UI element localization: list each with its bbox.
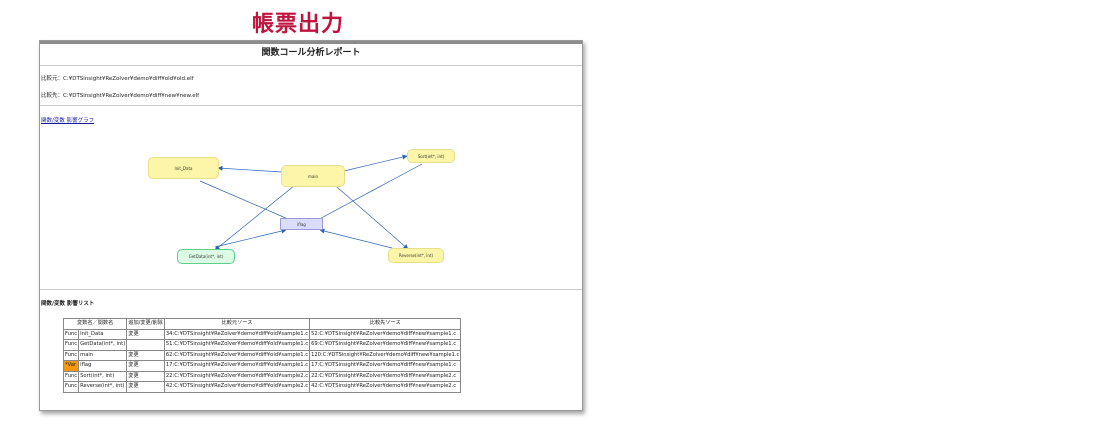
row-target: 52:C:¥DTSinsight¥ReZolver¥demo¥diff¥new¥… [309, 328, 462, 340]
row-target: 120:C:¥DTSinsight¥ReZolver¥demo¥diff¥new… [309, 349, 462, 361]
edge-main-to-init [217, 165, 283, 173]
table-row: *Var iflag 変更 17:C:¥DTSinsight¥ReZolver¥… [62, 360, 462, 372]
row-change [126, 339, 165, 351]
row-kind: Func [62, 349, 80, 361]
row-source: 22:C:¥DTSinsight¥ReZolver¥demo¥diff¥old¥… [163, 370, 311, 382]
row-kind: Func [62, 370, 80, 382]
graph-node-flag[interactable]: iflag [280, 218, 323, 230]
row-source: 42:C:¥DTSinsight¥ReZolver¥demo¥diff¥old¥… [163, 381, 311, 393]
table-row: Func GetData(int*, int) 51:C:¥DTSinsight… [62, 339, 462, 351]
divider [40, 289, 582, 290]
report-title: 関数コール分析レポート [261, 48, 361, 58]
table-row: Func Reverse(int*, int) 変更 42:C:¥DTSinsi… [62, 381, 462, 393]
target-path: C:¥DTSinsight¥ReZolver¥demo¥diff¥new¥new… [63, 93, 200, 99]
row-change: 変更 [126, 381, 165, 393]
row-change: 変更 [126, 370, 165, 382]
column-header-target: 比較先ソース [309, 318, 462, 330]
row-name: GetData(int*, int) [78, 339, 128, 351]
edge-main-to-getdata [214, 180, 301, 251]
edge-main-to-sort [343, 154, 408, 172]
row-target: 42:C:¥DTSinsight¥ReZolver¥demo¥diff¥new¥… [309, 381, 462, 393]
row-name: Sort(int*, int) [78, 370, 128, 382]
row-source: 51:C:¥DTSinsight¥ReZolver¥demo¥diff¥old¥… [163, 339, 311, 351]
row-target: 22:C:¥DTSinsight¥ReZolver¥demo¥diff¥new¥… [309, 370, 462, 382]
row-kind-variable: *Var [62, 360, 80, 372]
target-file-line: 比較先：C:¥DTSinsight¥ReZolver¥demo¥diff¥new… [41, 91, 199, 99]
graph-node-main[interactable]: main [281, 165, 345, 187]
column-header-source: 比較元ソース [163, 318, 311, 330]
column-header-name: 変数名／関数名 [62, 318, 128, 330]
row-name: main [78, 349, 128, 361]
graph-node-init-data[interactable]: Init_Data [148, 157, 219, 179]
edge-main-to-reverse [329, 180, 409, 250]
graph-node-sort[interactable]: Sort(int*, int) [407, 149, 455, 163]
row-kind: Func [62, 328, 80, 340]
table-row: Func Init_Data 変更 34:C:¥DTSinsight¥ReZol… [62, 328, 462, 340]
edge-sort-to-flag [311, 163, 423, 224]
row-name: Reverse(int*, int) [78, 381, 128, 393]
impact-list-table: 変数名／関数名 追加/変更/削除 比較元ソース 比較先ソース Func Init… [62, 318, 462, 393]
row-change: 変更 [126, 360, 165, 372]
row-kind: Func [62, 339, 80, 351]
graph-node-getdata[interactable]: GetData(int*, int) [177, 249, 235, 264]
row-target: 17:C:¥DTSinsight¥ReZolver¥demo¥diff¥new¥… [309, 360, 462, 372]
row-source: 17:C:¥DTSinsight¥ReZolver¥demo¥diff¥old¥… [163, 360, 311, 372]
row-name: Init_Data [78, 328, 128, 340]
impact-graph-link[interactable]: 関数/変数 影響グラフ [41, 118, 95, 124]
row-source: 62:C:¥DTSinsight¥ReZolver¥demo¥diff¥old¥… [163, 349, 311, 361]
source-label: 比較元： [41, 76, 64, 82]
column-header-change: 追加/変更/削除 [126, 318, 165, 330]
table-header-row: 変数名／関数名 追加/変更/削除 比較元ソース 比較先ソース [62, 318, 462, 330]
impact-list-title: 関数/変数 影響リスト [41, 301, 95, 307]
table-row: Func main 変更 62:C:¥DTSinsight¥ReZolver¥d… [62, 349, 462, 361]
edge-init-to-flag [199, 180, 296, 223]
page-heading: 帳票出力 [252, 12, 345, 37]
divider [40, 65, 582, 66]
impact-graph: Init_Data main Sort(int*, int) iflag Get… [40, 129, 582, 289]
row-change: 変更 [126, 349, 165, 361]
graph-node-reverse[interactable]: Reverse(int*, int) [388, 248, 444, 263]
row-name: iflag [78, 360, 128, 372]
row-source: 34:C:¥DTSinsight¥ReZolver¥demo¥diff¥old¥… [163, 328, 311, 340]
row-target: 69:C:¥DTSinsight¥ReZolver¥demo¥diff¥new¥… [309, 339, 462, 351]
table-row: Func Sort(int*, int) 変更 22:C:¥DTSinsight… [62, 370, 462, 382]
graph-edges [199, 154, 423, 251]
report-top-border [40, 41, 582, 44]
source-file-line: 比較元：C:¥DTSinsight¥ReZolver¥demo¥diff¥old… [41, 74, 194, 82]
divider [40, 105, 582, 106]
source-path: C:¥DTSinsight¥ReZolver¥demo¥diff¥old¥old… [63, 76, 194, 82]
edge-reverse-to-flag [319, 228, 393, 249]
target-label: 比較先： [41, 93, 64, 99]
row-kind: Func [62, 381, 80, 393]
edge-getdata-to-flag [214, 228, 287, 248]
row-change: 変更 [126, 328, 165, 340]
report-document: 関数コール分析レポート 比較元：C:¥DTSinsight¥ReZolver¥d… [39, 40, 583, 411]
